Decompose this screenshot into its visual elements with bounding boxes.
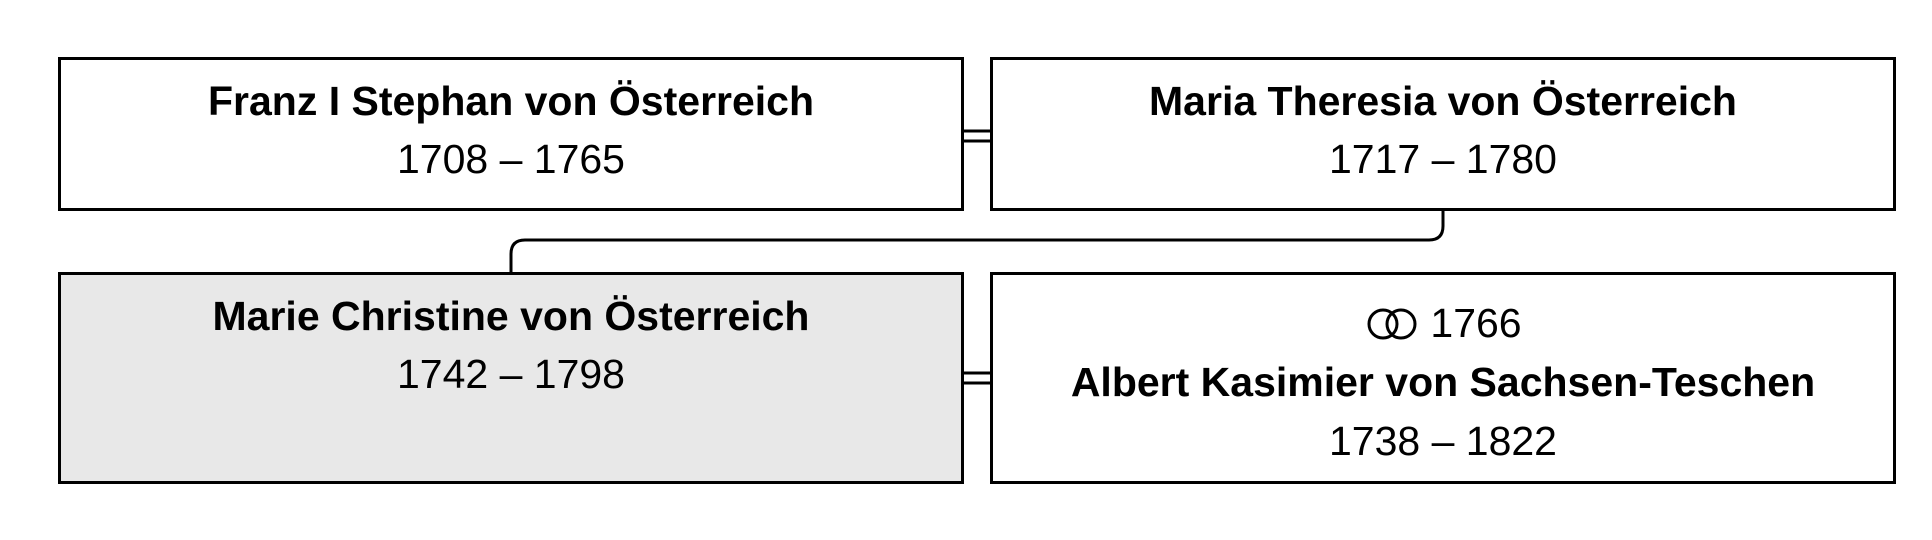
person-box-father[interactable]: Franz I Stephan von Österreich 1708 – 17… — [58, 57, 964, 211]
person-name: Albert Kasimier von Sachsen-Teschen — [1070, 359, 1816, 405]
descent-connector — [509, 211, 1445, 272]
marriage-year: 1766 — [1430, 300, 1522, 346]
person-dates: 1717 – 1780 — [1328, 136, 1557, 182]
person-dates: 1708 – 1765 — [396, 136, 625, 182]
person-dates: 1742 – 1798 — [396, 351, 625, 397]
person-name: Marie Christine von Österreich — [212, 293, 810, 339]
parents-marriage-connector — [964, 129, 990, 143]
person-box-mother[interactable]: Maria Theresia von Österreich 1717 – 178… — [990, 57, 1896, 211]
wedding-rings-icon — [1367, 308, 1417, 339]
person-dates: 1738 – 1822 — [1328, 418, 1557, 464]
person-box-subject[interactable]: Marie Christine von Österreich 1742 – 17… — [58, 272, 964, 484]
person-name: Maria Theresia von Österreich — [1149, 78, 1737, 124]
subject-marriage-connector — [964, 371, 990, 385]
marriage-info: 1766 — [1364, 300, 1522, 346]
person-box-spouse[interactable]: 1766 Albert Kasimier von Sachsen-Teschen… — [990, 272, 1896, 484]
person-name: Franz I Stephan von Österreich — [207, 78, 815, 124]
